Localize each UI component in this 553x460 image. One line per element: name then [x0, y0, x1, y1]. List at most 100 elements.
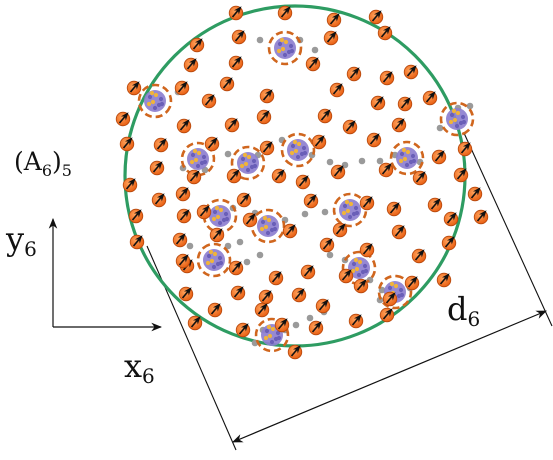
electron-icon [274, 317, 290, 333]
electron-icon [422, 90, 438, 106]
electron-icon [443, 211, 459, 227]
electron-icon [353, 278, 369, 294]
electron-icon [271, 168, 287, 184]
electron-icon [368, 9, 384, 25]
electron-icon [378, 162, 394, 178]
electron-icon [178, 286, 194, 302]
electron-icon [467, 186, 483, 202]
electron-icon [231, 29, 247, 45]
bond-dot [358, 157, 366, 165]
electron-icon [332, 222, 348, 238]
electron-icon [149, 160, 165, 176]
electron-icon [126, 80, 142, 96]
electron-icon [473, 209, 489, 225]
electron-icon [386, 201, 402, 217]
electron-icon [377, 25, 393, 41]
electron-icon [391, 117, 407, 133]
x-axis-label: x6 [124, 347, 155, 388]
electron-icon [359, 242, 375, 258]
dimension-extension-right [463, 132, 553, 327]
electron-icon [228, 55, 244, 71]
electron-icon [236, 192, 252, 208]
y-axis-label: y6 [5, 220, 37, 261]
electron-icon [151, 192, 167, 208]
diameter-arrow [232, 310, 547, 443]
electron-icon [457, 141, 473, 157]
electron-icon [323, 30, 339, 46]
electron-icon [397, 96, 413, 112]
electron-icon [224, 117, 240, 133]
electron-icon [295, 174, 311, 190]
electron-icon [441, 235, 457, 251]
electron-icon [119, 136, 135, 152]
electron-icon [186, 169, 202, 185]
electron-icon [431, 149, 447, 165]
electron-icon [348, 313, 364, 329]
nucleus-icon [254, 317, 290, 353]
electron-icon [326, 12, 342, 28]
electron-icon [228, 5, 244, 21]
electron-icon [342, 119, 358, 135]
bond-dot [321, 208, 329, 216]
nucleus-icon [280, 132, 316, 168]
electron-icon [346, 66, 362, 82]
bond-dot [376, 157, 384, 165]
electron-icon [189, 37, 205, 53]
dimension-extension-left [146, 245, 237, 451]
electron-icon [412, 170, 428, 186]
electron-icon [379, 307, 395, 323]
electron-icon [277, 5, 293, 21]
nucleus-icon [267, 30, 303, 66]
electron-icon [311, 134, 327, 150]
nucleus-icon [230, 145, 266, 181]
electron-icon [207, 302, 223, 318]
electron-icon [209, 227, 225, 243]
electron-icon [303, 193, 319, 209]
electron-icon [258, 289, 274, 305]
electron-icon [370, 95, 386, 111]
nucleus-icon [250, 208, 286, 244]
electron-icon [404, 275, 420, 291]
bond-dot [256, 36, 264, 44]
electron-icon [235, 322, 251, 338]
electron-icon [436, 272, 452, 288]
bond-dot [256, 251, 264, 259]
bond-dot [236, 238, 244, 246]
bond-dot [436, 124, 444, 132]
bond-dot [466, 102, 474, 110]
electron-icon [172, 232, 188, 248]
electron-icon [219, 76, 235, 92]
bond-dot [243, 258, 251, 266]
electron-icon [128, 208, 144, 224]
electron-icon [317, 108, 333, 124]
bond-dot [326, 158, 334, 166]
electron-icon [453, 167, 469, 183]
electron-icon [319, 237, 335, 253]
electron-icon [176, 118, 192, 134]
electron-icon [187, 315, 203, 331]
electron-icon [305, 56, 321, 72]
electron-icon [259, 88, 275, 104]
electron-icon [153, 137, 169, 153]
electron-icon [291, 287, 307, 303]
group-label: (A6)5 [14, 147, 72, 180]
electron-icon [122, 177, 138, 193]
bond-dot [224, 242, 232, 250]
nucleus-icon [332, 192, 368, 228]
nucleus-icon [202, 198, 238, 234]
bond-dot [292, 321, 300, 329]
electron-icon [308, 320, 324, 336]
electron-icon [230, 285, 246, 301]
electron-icon [256, 109, 272, 125]
electron-icon [174, 80, 190, 96]
electron-icon [228, 260, 244, 276]
bond-dot [186, 242, 194, 250]
electron-icon [411, 248, 427, 264]
electron-icon [287, 344, 303, 360]
electron-icon [391, 224, 407, 240]
electron-icon [175, 186, 191, 202]
electron-icon [359, 195, 375, 211]
electron-icon [379, 70, 395, 86]
electron-icon [254, 302, 270, 318]
